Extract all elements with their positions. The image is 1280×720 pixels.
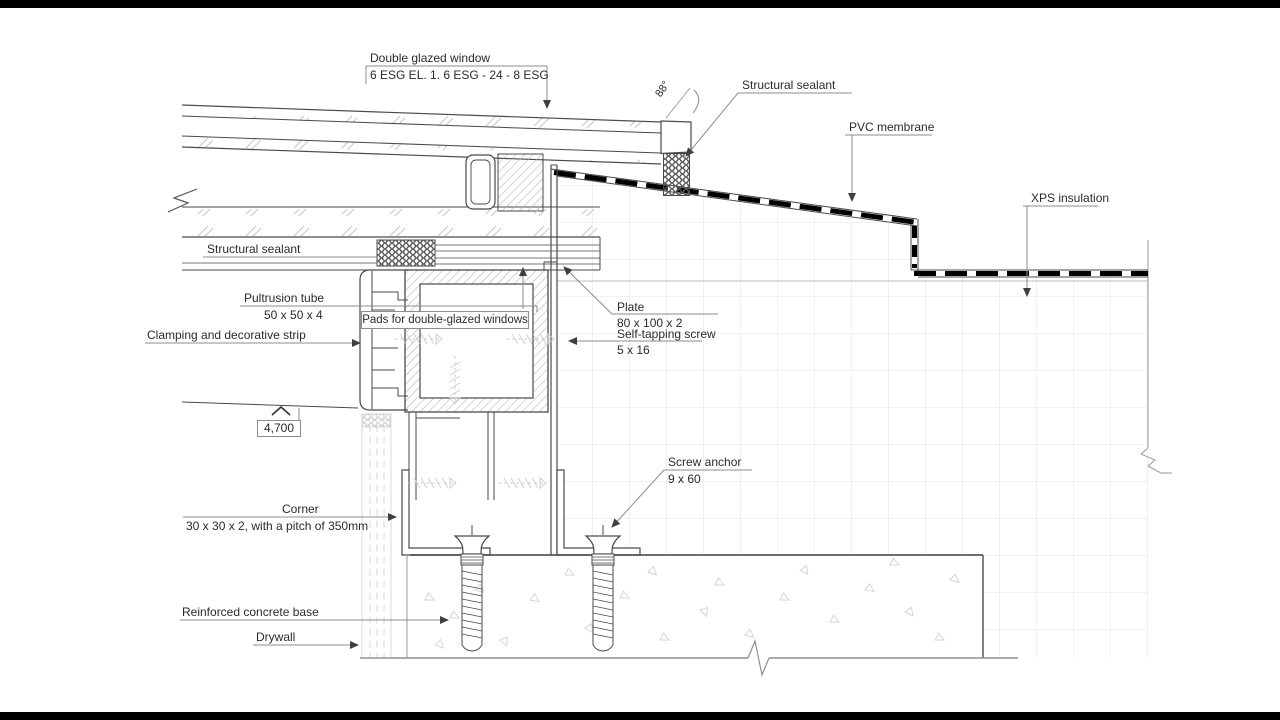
screw-anchors <box>454 524 621 652</box>
label-screw-anchor: Screw anchor <box>668 455 742 469</box>
aggregate-triangles <box>424 557 962 649</box>
label-reinforced-concrete-base: Reinforced concrete base <box>182 605 319 619</box>
roof-membrane-pvc <box>550 168 1148 278</box>
label-corner-size: 30 x 30 x 2, with a pitch of 350mm <box>186 519 369 533</box>
label-self-tapping-screw-size: 5 x 16 <box>617 343 650 357</box>
break-symbol-bottom <box>747 638 770 678</box>
letterbox-bar-bottom <box>0 712 1280 720</box>
leader-lines <box>145 65 1098 649</box>
concrete-base <box>360 554 1018 678</box>
label-screw-anchor-size: 9 x 60 <box>668 472 701 486</box>
glazing-end-cap <box>660 120 692 155</box>
label-structural-sealant-left: Structural sealant <box>207 242 301 256</box>
structural-sealant-left-block <box>376 239 436 267</box>
label-pads: Pads for double-glazed windows <box>361 311 529 329</box>
break-symbol-top-left <box>167 188 198 213</box>
screw-anchor-left <box>454 524 490 652</box>
label-self-tapping-screw: Self-tapping screw <box>617 327 716 341</box>
structural-sealant-top-block <box>663 153 690 196</box>
clamping-strip-profile <box>359 269 408 411</box>
label-corner: Corner <box>282 502 319 516</box>
label-pultrusion-tube-size: 50 x 50 x 4 <box>264 308 323 322</box>
level-marker <box>271 405 300 420</box>
label-drywall: Drywall <box>256 630 296 644</box>
frame-lower-walls <box>181 401 495 500</box>
xps-insulation-area <box>557 176 1172 658</box>
label-double-glazed-window: Double glazed window <box>370 51 491 65</box>
label-plate-size: 80 x 100 x 2 <box>617 316 683 330</box>
label-pvc-membrane: PVC membrane <box>849 120 935 134</box>
upper-glazing-unit <box>181 104 692 165</box>
glazing-pad-block <box>497 153 544 212</box>
lower-glazing-band <box>182 209 601 271</box>
label-glazing-spec: 6 ESG EL. 1. 6 ESG - 24 - 8 ESG <box>370 68 549 82</box>
label-plate: Plate <box>617 300 645 314</box>
drywall-strip <box>361 413 392 657</box>
label-xps-insulation: XPS insulation <box>1031 191 1110 205</box>
dimension-level-4700: 4,700 <box>257 420 301 437</box>
pultrusion-tube-section <box>404 269 549 413</box>
label-structural-sealant-top: Structural sealant <box>742 78 836 92</box>
label-pultrusion-tube: Pultrusion tube <box>244 291 325 305</box>
letterbox-bar-top <box>0 0 1280 8</box>
label-clamping-strip: Clamping and decorative strip <box>147 328 306 342</box>
